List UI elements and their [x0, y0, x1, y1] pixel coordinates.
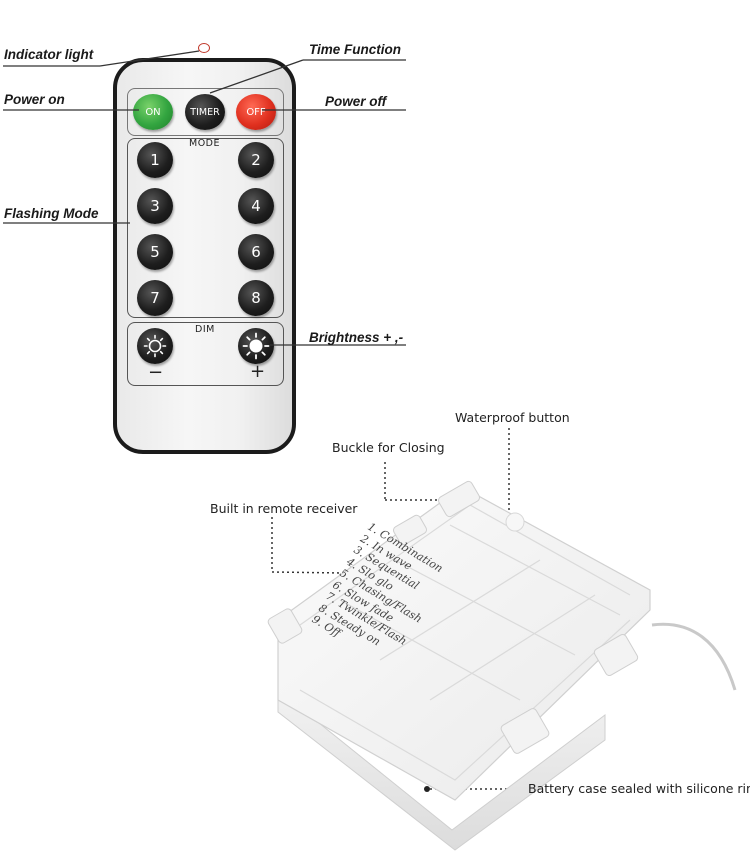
mode-button-5-label: 5 [150, 243, 160, 261]
mode-button-8[interactable]: 8 [238, 280, 274, 316]
mode-button-2-label: 2 [251, 151, 261, 169]
flashing-mode-label: Flashing Mode [4, 206, 99, 221]
power-on-label: Power on [4, 92, 65, 107]
mode-button-7-label: 7 [150, 289, 160, 307]
mode-button-1-label: 1 [150, 151, 160, 169]
mode-button-2[interactable]: 2 [238, 142, 274, 178]
brightness-label: Brightness + ,- [309, 330, 404, 345]
waterproof-button-label: Waterproof button [455, 410, 570, 425]
timer-button-label: TIMER [190, 106, 220, 118]
dim-plus-sign: + [250, 361, 266, 382]
mode-label: MODE [189, 138, 220, 149]
dim-label: DIM [195, 324, 215, 335]
buckle-for-closing-label: Buckle for Closing [332, 440, 445, 455]
mode-button-8-label: 8 [251, 289, 261, 307]
dim-plus-button[interactable] [238, 328, 274, 364]
battery-case-label: Battery case sealed with silicone ring [528, 781, 750, 796]
off-button-label: OFF [246, 106, 266, 118]
mode-button-7[interactable]: 7 [137, 280, 173, 316]
on-button[interactable]: ON [133, 94, 173, 130]
power-off-label: Power off [325, 94, 387, 109]
dim-minus-button[interactable] [137, 328, 173, 364]
time-function-label: Time Function [309, 42, 402, 57]
timer-button[interactable]: TIMER [185, 94, 225, 130]
indicator-light-label: Indicator light [4, 47, 94, 62]
remote-control: ON TIMER OFF MODE 1 2 3 4 5 6 7 [113, 58, 296, 454]
mode-panel [127, 138, 284, 318]
built-in-remote-receiver-label: Built in remote receiver [210, 501, 358, 516]
off-button[interactable]: OFF [236, 94, 276, 130]
dim-minus-sign: − [148, 362, 164, 383]
indicator-light [198, 43, 210, 53]
sun-bright-icon [242, 332, 270, 360]
power-panel [127, 88, 284, 136]
mode-button-4[interactable]: 4 [238, 188, 274, 224]
dim-panel [127, 322, 284, 386]
mode-button-3[interactable]: 3 [137, 188, 173, 224]
mode-button-4-label: 4 [251, 197, 261, 215]
mode-button-5[interactable]: 5 [137, 234, 173, 270]
mode-button-6[interactable]: 6 [238, 234, 274, 270]
mode-button-1[interactable]: 1 [137, 142, 173, 178]
mode-button-6-label: 6 [251, 243, 261, 261]
sun-dim-icon [143, 334, 167, 358]
on-button-label: ON [145, 106, 161, 118]
mode-button-3-label: 3 [150, 197, 160, 215]
